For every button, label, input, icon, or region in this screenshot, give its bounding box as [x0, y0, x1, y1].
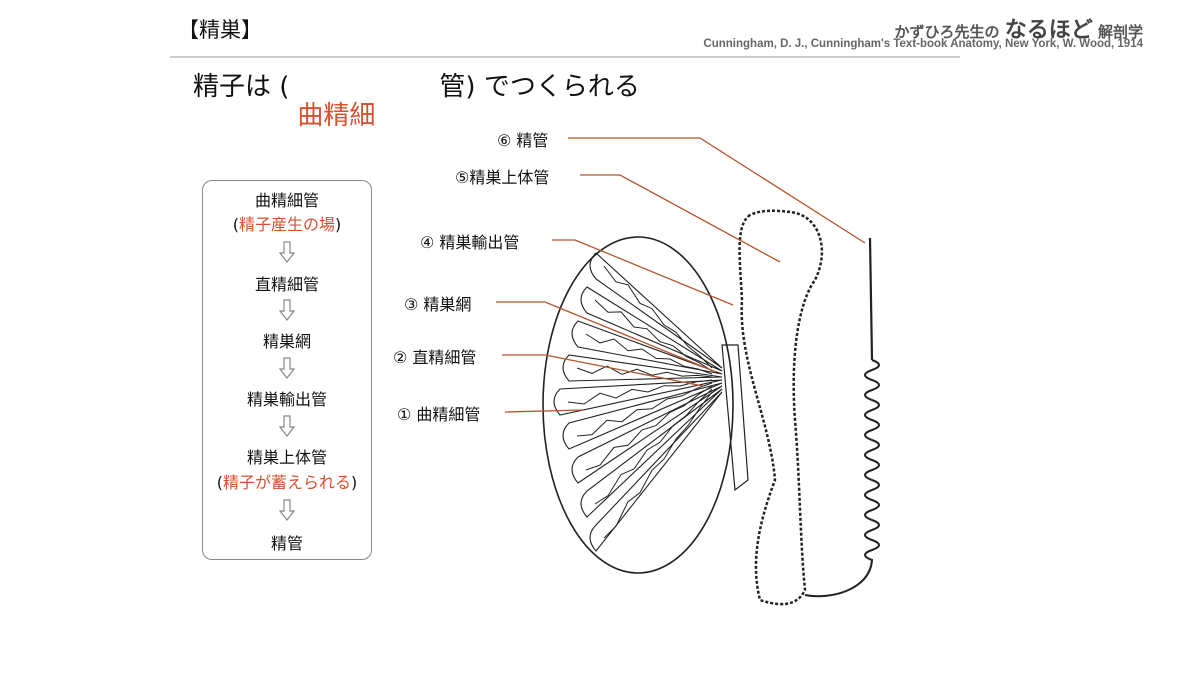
flow-box: 曲精細管 (精子産生の場) 直精細管 精巣網 精巣輸出管 精巣上体管 (精子が蓄…: [202, 180, 372, 560]
section-title: 【精巣】: [178, 18, 262, 42]
label-efferent-ductules: ④ 精巣輸出管: [420, 233, 520, 252]
flow-item-6: 精管: [270, 534, 303, 553]
flow-item-3: 精巣網: [262, 332, 311, 351]
subtitle-after: 管) でつくられる: [439, 72, 640, 102]
flow-item-5: 精巣上体管: [246, 448, 327, 467]
label-straight-tubules: ② 直精細管: [393, 348, 477, 367]
flow-item-1: 曲精細管: [254, 191, 319, 210]
vas-deferens-coiled: [804, 359, 880, 598]
down-arrow-icon: [279, 357, 295, 379]
testis-outline: [542, 236, 734, 574]
brand-logo: かずひろ先生の なるほど 解剖学: [894, 12, 1143, 44]
brand-main: なるほど: [1004, 18, 1093, 43]
down-arrow-icon: [279, 415, 295, 437]
down-arrow-icon: [279, 241, 295, 263]
title-divider: [170, 56, 960, 58]
label-seminiferous-tubules: ① 曲精細管: [397, 405, 481, 424]
leader-lines: [496, 137, 866, 413]
lobules: [553, 252, 723, 552]
flow-item-4: 精巣輸出管: [246, 390, 327, 409]
brand-suffix: 解剖学: [1097, 23, 1143, 41]
epididymis: [738, 209, 824, 606]
label-epididymal-duct: ⑤精巣上体管: [455, 168, 550, 187]
subtitle-answer: 曲精細: [297, 101, 376, 131]
down-arrow-icon: [279, 499, 295, 521]
flow-note-5: (精子が蓄えられる): [216, 473, 358, 492]
subtitle-before: 精子は (: [193, 72, 290, 102]
citation: Cunningham, D. J., Cunningham's Text-boo…: [703, 38, 1143, 50]
brand-prefix: かずひろ先生の: [894, 23, 1000, 41]
label-rete-testis: ③ 精巣網: [404, 295, 472, 314]
vas-deferens: [868, 237, 874, 361]
label-vas-deferens: ⑥ 精管: [497, 131, 549, 150]
subtitle: 精子は (曲精細 管) でつくられる: [193, 66, 640, 131]
flow-item-2: 直精細管: [254, 275, 319, 294]
down-arrow-icon: [279, 299, 295, 321]
rete-testis: [721, 344, 749, 492]
flow-note-1: (精子産生の場): [232, 215, 342, 234]
